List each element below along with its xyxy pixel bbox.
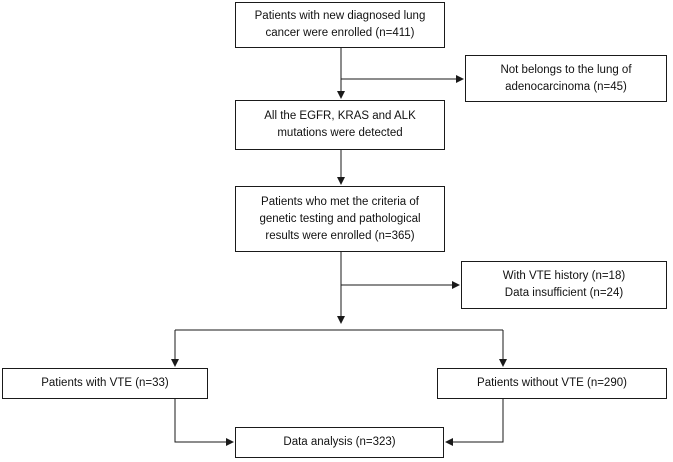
excluded-history-box: With VTE history (n=18) Data insufficien… (461, 261, 667, 309)
mutations-detected-box: All the EGFR, KRAS and ALK mutations wer… (235, 100, 445, 150)
excluded-non-adeno-line-2: adenocarcinoma (n=45) (505, 80, 627, 93)
arrow-with-vte-to-analysis (174, 399, 234, 446)
enrolled-box: Patients with new diagnosed lung cancer … (235, 2, 445, 48)
excluded-history-line-1: With VTE history (n=18) (502, 270, 626, 282)
criteria-line-2: genetic testing and pathological (259, 212, 421, 225)
criteria-line-3: results were enrolled (n=365) (265, 229, 415, 242)
enrolled-line-2: cancer were enrolled (n=411) (265, 27, 415, 39)
mutations-line-1: All the EGFR, KRAS and ALK (264, 110, 416, 122)
excluded-non-adeno-line-1: Not belongs to the lung of (500, 63, 632, 76)
without-vte-label: Patients without VTE (n=290) (477, 377, 627, 389)
excluded-history-line-2: Data insufficient (n=24) (504, 287, 624, 299)
criteria-line-1: Patients who met the criteria of (261, 195, 419, 208)
enrolled-line-1: Patients with new diagnosed lung (254, 10, 426, 22)
analysis-box: Data analysis (n=323) (235, 427, 444, 458)
excluded-non-adeno-box: Not belongs to the lung of adenocarcinom… (465, 55, 667, 102)
mutations-line-2: mutations were detected (277, 127, 403, 139)
analysis-label: Data analysis (n=323) (283, 436, 396, 448)
with-vte-box: Patients with VTE (n=33) (2, 368, 208, 399)
arrow-without-vte-to-analysis (445, 399, 504, 446)
without-vte-box: Patients without VTE (n=290) (437, 368, 667, 399)
criteria-met-box: Patients who met the criteria of genetic… (235, 186, 445, 252)
with-vte-label: Patients with VTE (n=33) (41, 377, 169, 389)
